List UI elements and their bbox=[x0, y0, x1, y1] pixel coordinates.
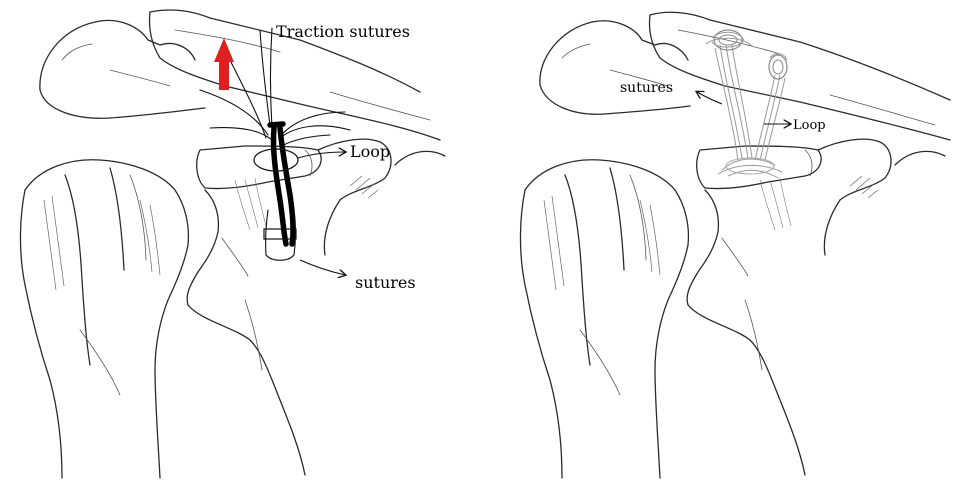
traction-sutures-label: Traction sutures bbox=[276, 22, 410, 41]
left-suture-loop bbox=[254, 124, 298, 260]
right-scapula bbox=[687, 190, 840, 475]
loop-label: Loop bbox=[350, 142, 390, 161]
right-panel: sutures Loop bbox=[520, 12, 950, 478]
right-sutures-label: sutures bbox=[620, 80, 673, 96]
left-coracoid bbox=[197, 139, 445, 200]
clavicle-knot-left bbox=[706, 30, 752, 50]
right-humerus bbox=[520, 160, 688, 478]
right-sutures-leader bbox=[697, 92, 722, 104]
right-coracoid bbox=[697, 139, 945, 230]
left-panel: Traction sutures Loop sutures bbox=[20, 10, 445, 478]
clavicle-knot-right bbox=[769, 54, 787, 79]
left-humerus bbox=[20, 160, 188, 478]
right-clavicle bbox=[540, 12, 950, 140]
right-loop-label: Loop bbox=[793, 118, 826, 133]
sutures-label: sutures bbox=[355, 273, 416, 292]
traction-arrow bbox=[214, 38, 234, 90]
sutures-leader bbox=[300, 260, 345, 275]
